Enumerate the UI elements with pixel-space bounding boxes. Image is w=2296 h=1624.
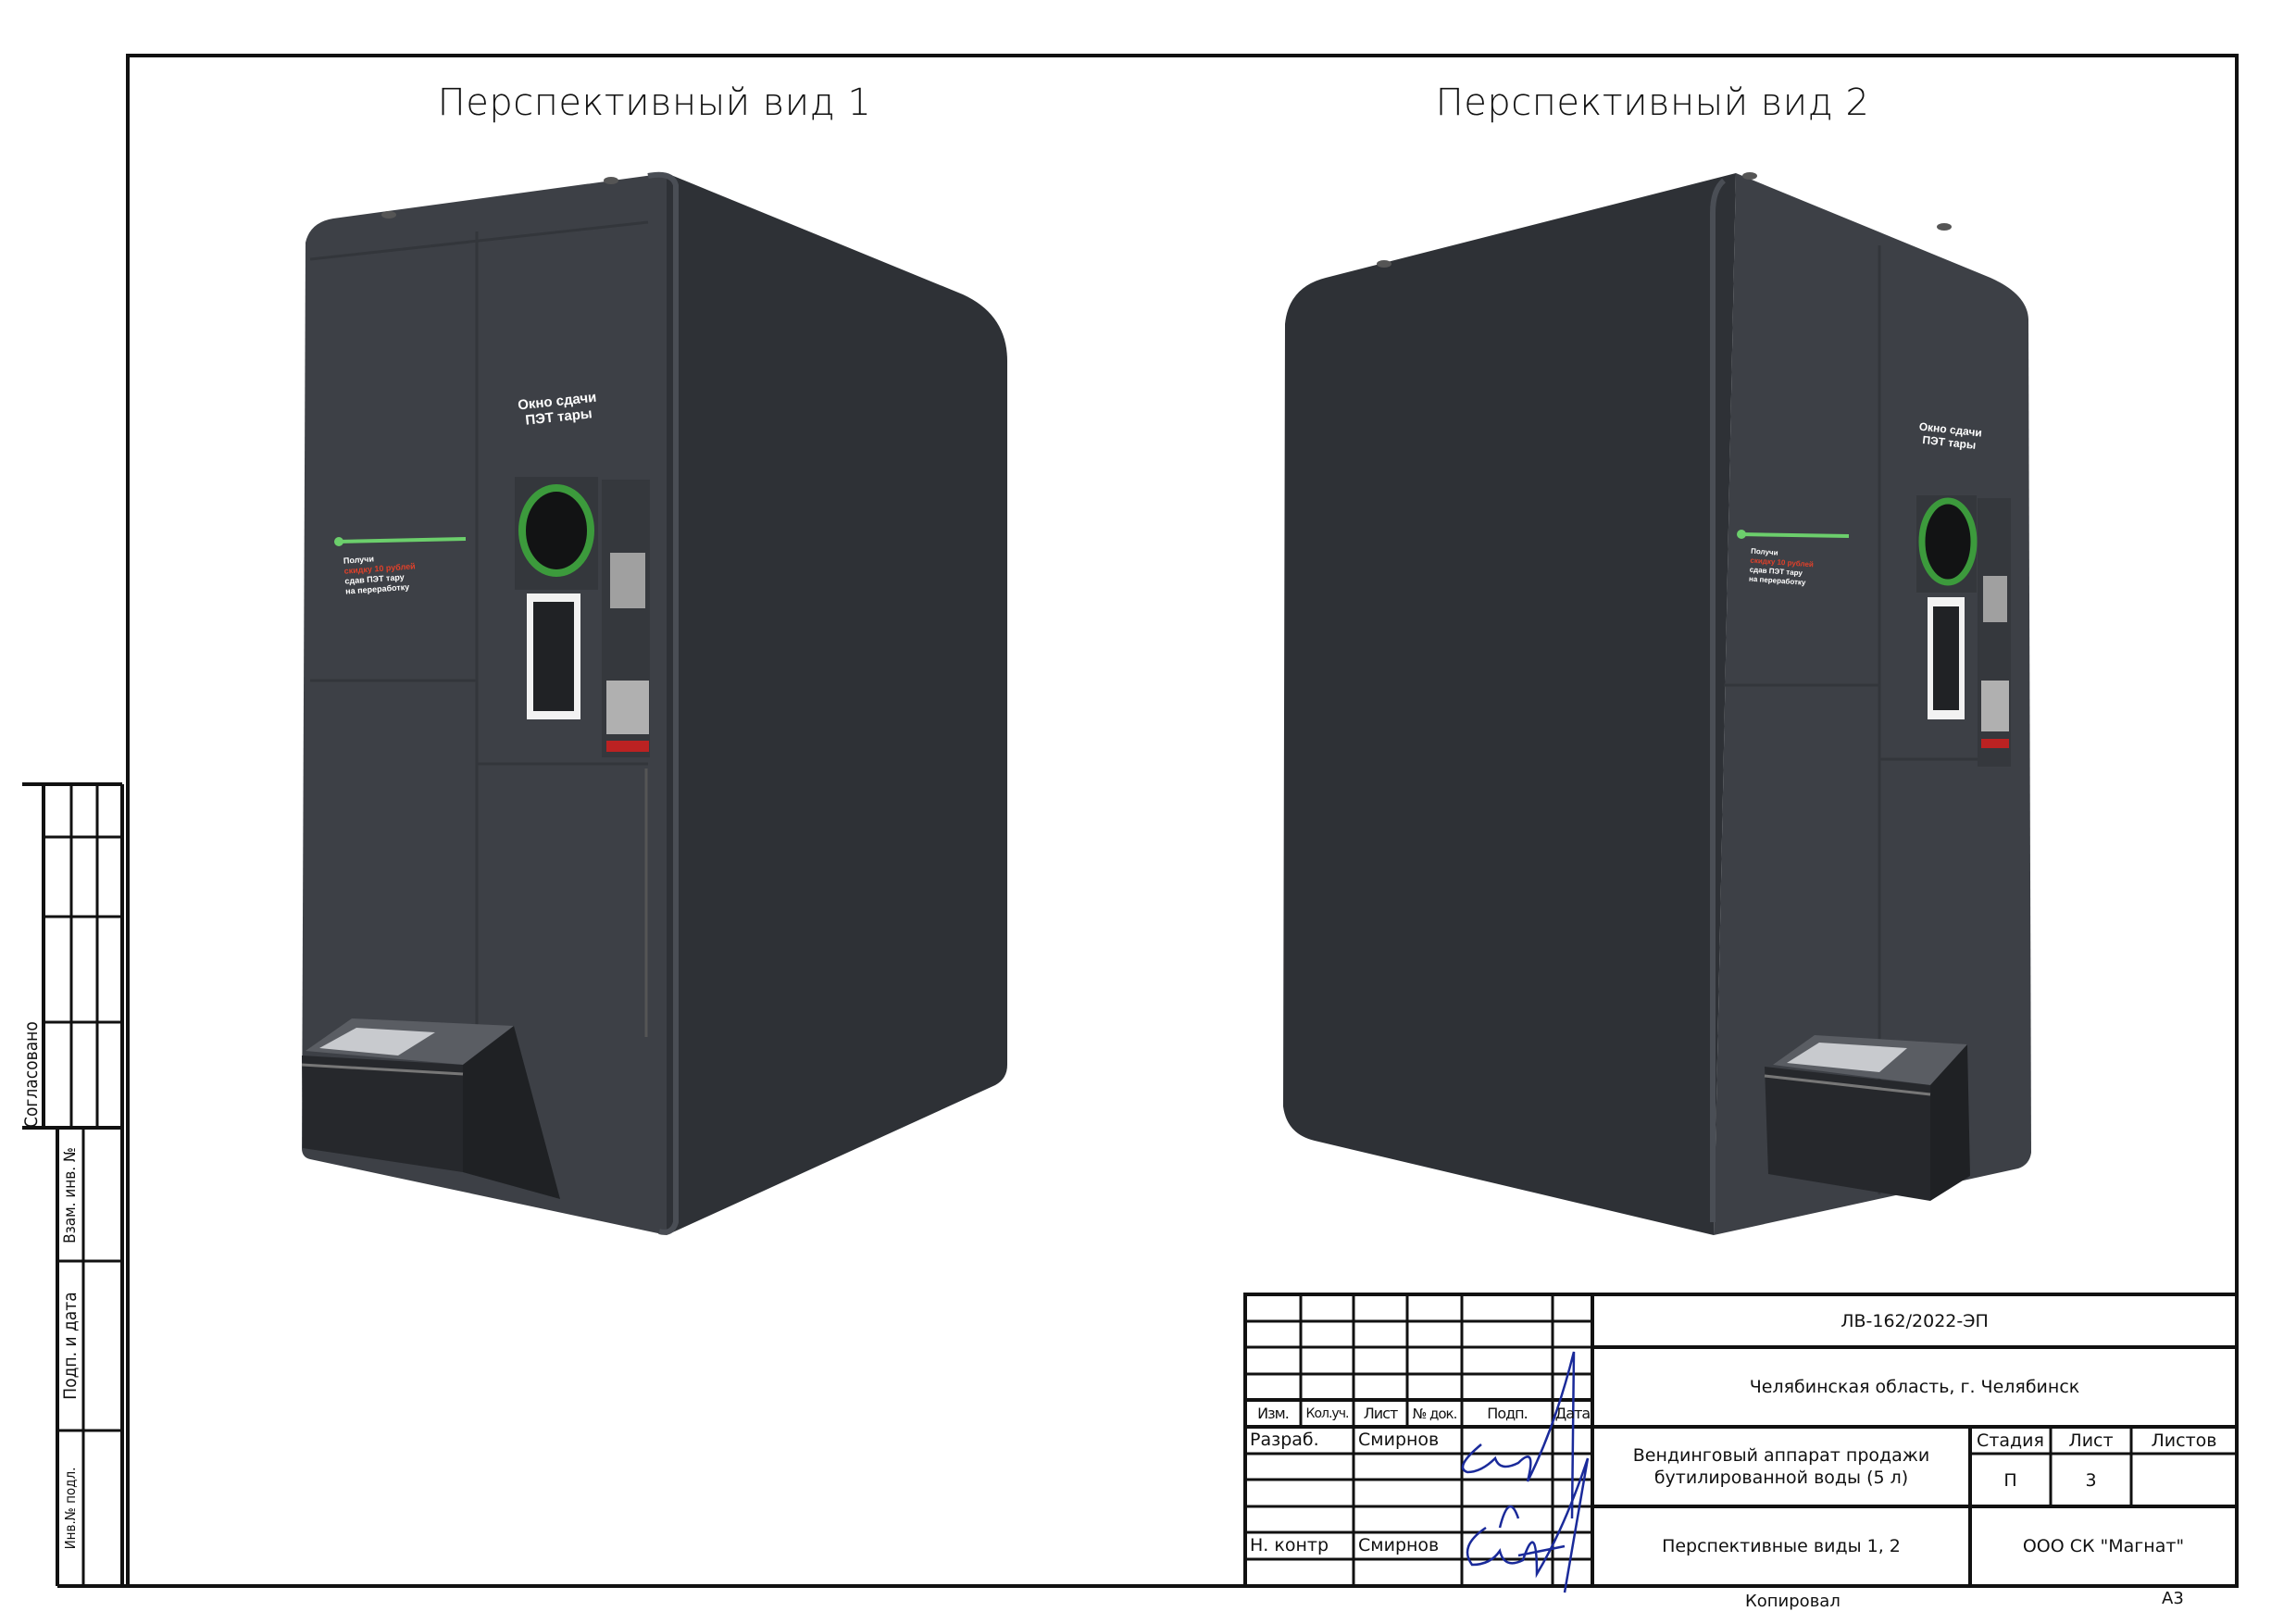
vending-machine-view-2 [1283, 172, 2031, 1235]
vending-machine-view-1 [301, 171, 1007, 1235]
sheet-frame [126, 54, 2239, 1588]
header-podp: Подп. [1487, 1405, 1528, 1422]
header-izm: Изм. [1257, 1405, 1290, 1422]
promo-label-2: Получи скидку 10 рублей сдав ПЭТ тару на… [1749, 547, 1815, 589]
promo-line [336, 537, 467, 543]
document-code: ЛВ-162/2022-ЭП [1841, 1310, 1989, 1331]
sheets-value [2131, 1454, 2237, 1506]
sign-date-label: Подп. и дата [60, 1292, 81, 1400]
role-norm-control: Н. контр [1250, 1535, 1329, 1555]
side-stamp-grid [22, 782, 128, 1588]
header-list: Лист [1363, 1405, 1399, 1422]
promo-label: Получи скидку 10 рублей сдав ПЭТ тару на… [343, 551, 418, 596]
inv-orig-label: Инв.№ подл. [62, 1467, 79, 1550]
replace-inv-label: Взам. инв. № [61, 1147, 80, 1243]
sheet-title: Перспективные виды 1, 2 [1662, 1536, 1901, 1556]
header-data: Дата [1554, 1405, 1591, 1422]
company-name: ООО СК "Магнат" [2022, 1536, 2185, 1556]
header-ndok: № док. [1412, 1405, 1458, 1422]
norm-control-name: Смирнов [1358, 1535, 1440, 1555]
title-block-grid [1243, 1293, 2239, 1588]
bottle-intake-window [518, 484, 594, 577]
object-name-line-1: Вендинговый аппарат продажи [1632, 1445, 1930, 1466]
stage-header: Стадия [1977, 1430, 2044, 1451]
role-developer: Разраб. [1250, 1430, 1319, 1450]
object-name-line-2: бутилированной воды (5 л) [1653, 1468, 1909, 1488]
developer-name: Смирнов [1358, 1430, 1440, 1450]
format-label: А3 [2162, 1589, 2184, 1608]
sheets-header: Листов [2151, 1430, 2217, 1451]
object-name: Вендинговый аппарат продажи бутилированн… [1592, 1427, 1970, 1506]
view-title-1: Перспективный вид 1 [437, 81, 872, 124]
sheet-value: 3 [2085, 1469, 2097, 1491]
header-kol: Кол.уч. [1305, 1405, 1350, 1421]
location: Челябинская область, г. Челябинск [1749, 1377, 2080, 1397]
copied-label: Копировал [1745, 1592, 1841, 1611]
agreed-label: Согласовано [21, 1021, 42, 1128]
sheet-header: Лист [2068, 1430, 2114, 1451]
signature [1461, 1351, 1590, 1593]
stage-value: П [2003, 1469, 2017, 1491]
bottle-intake-window [1918, 497, 1978, 586]
view-title-2: Перспективный вид 2 [1435, 81, 1870, 124]
